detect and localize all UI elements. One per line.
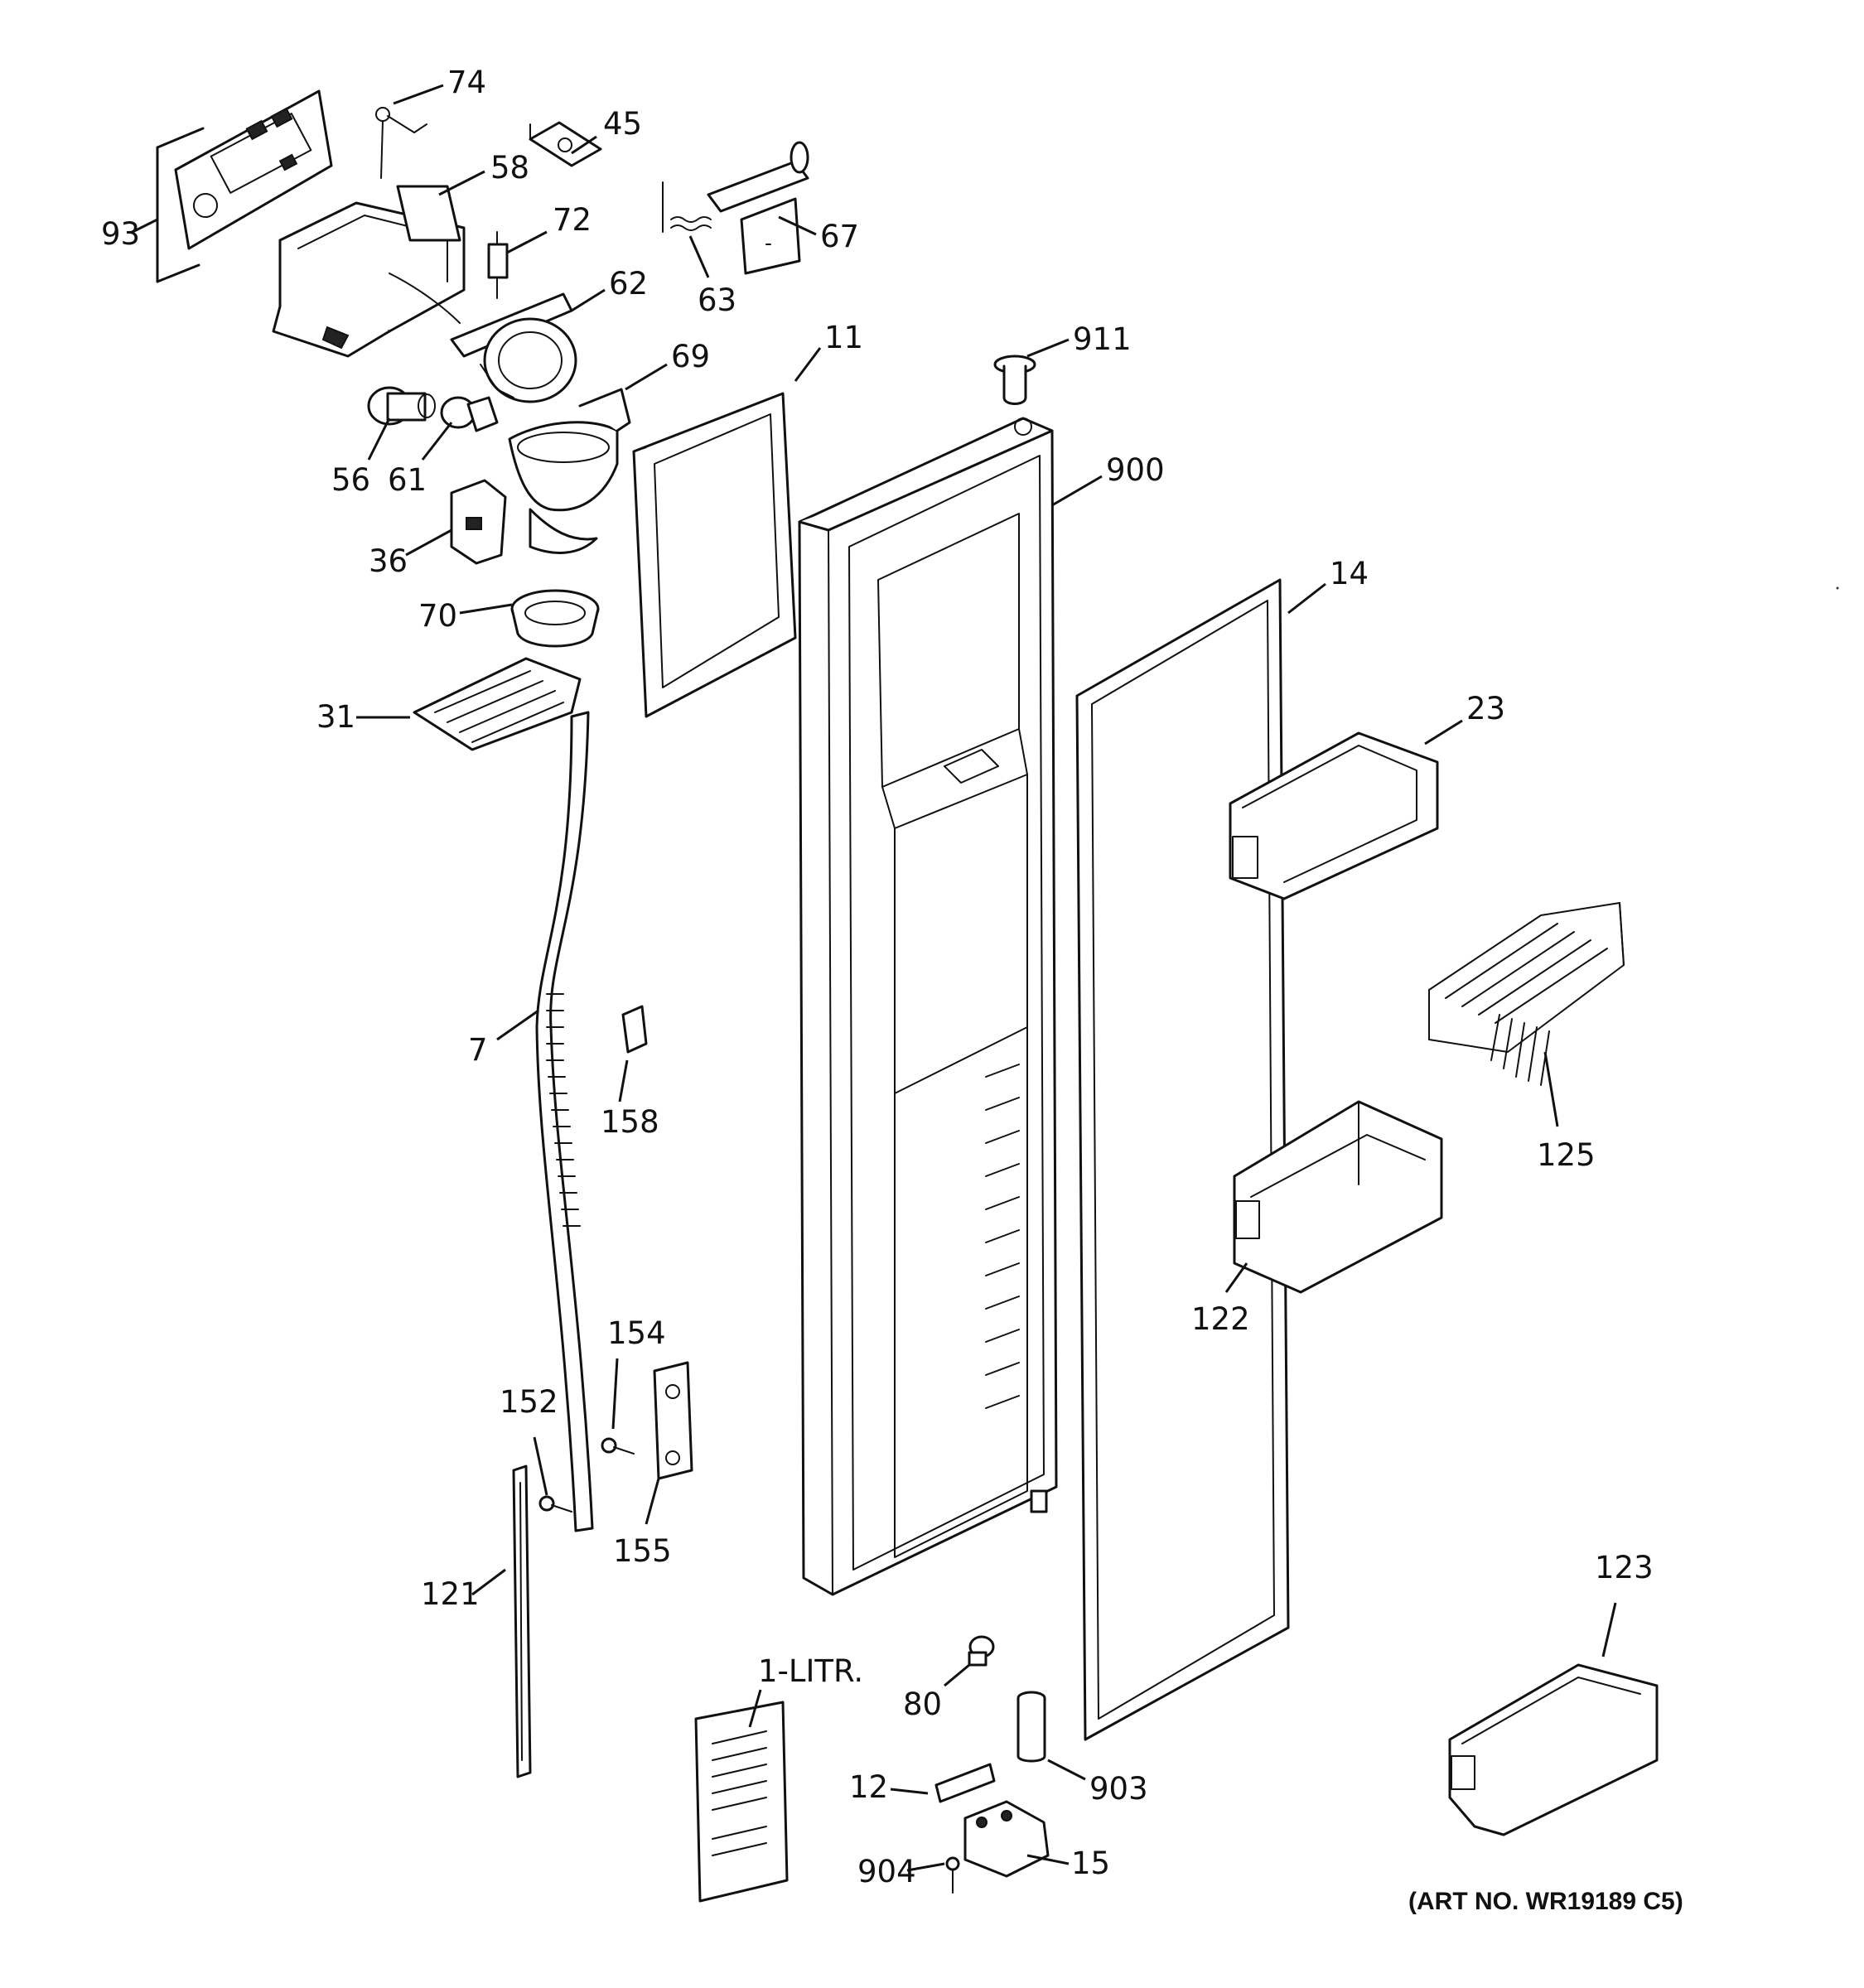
callout-911: 911 — [1073, 321, 1132, 357]
part-62-ice-chute-ring — [450, 292, 577, 403]
callout-labels: 74 45 58 93 72 67 63 62 11 911 69 56 61 … — [101, 65, 1654, 1889]
callout-61: 61 — [388, 462, 427, 498]
callout-72: 72 — [553, 202, 592, 238]
callout-11: 11 — [824, 320, 863, 355]
callout-14: 14 — [1330, 556, 1369, 591]
callout-7: 7 — [468, 1032, 488, 1068]
part-14-door-gasket — [1075, 578, 1290, 1741]
callout-158: 158 — [601, 1104, 659, 1140]
part-74-wire — [375, 107, 427, 179]
door-shelf-ladder — [985, 1064, 1020, 1409]
part-911-bushing — [993, 355, 1036, 405]
callout-31: 31 — [316, 699, 355, 735]
callout-121: 121 — [421, 1576, 480, 1612]
part-1-litr-literature — [694, 1701, 789, 1903]
part-152-screw — [538, 1495, 572, 1513]
part-123-door-bin-lower — [1448, 1663, 1659, 1836]
part-15-bottom-hinge — [963, 1800, 1050, 1878]
callout-903: 903 — [1089, 1771, 1148, 1807]
part-72-switch — [487, 231, 509, 299]
callout-123: 123 — [1595, 1550, 1654, 1585]
part-7-handle — [535, 711, 594, 1532]
callout-70: 70 — [418, 598, 457, 634]
part-93-control-panel — [156, 89, 333, 283]
callout-155: 155 — [613, 1533, 672, 1569]
part-121-handle-insert — [512, 1464, 532, 1778]
part-80-bushing — [968, 1635, 995, 1667]
callout-80: 80 — [903, 1686, 942, 1722]
part-900-freezer-door — [798, 417, 1058, 1596]
part-67-bracket — [707, 141, 809, 275]
callout-125: 125 — [1537, 1137, 1596, 1173]
callout-36: 36 — [369, 543, 408, 579]
part-31-grille — [413, 657, 582, 751]
callout-1-litr: 1-LITR. — [758, 1653, 863, 1689]
part-56-motor — [367, 386, 436, 426]
part-903-hinge-pin — [1017, 1691, 1046, 1763]
callout-74: 74 — [447, 65, 486, 100]
part-58-dispenser-housing — [272, 185, 466, 358]
leader-lines — [132, 84, 1617, 1872]
part-45-bracket — [529, 121, 602, 167]
callout-67: 67 — [820, 219, 859, 254]
part-23-door-bin — [1229, 731, 1439, 900]
handle-grip-ribs — [546, 993, 581, 1227]
callout-122: 122 — [1191, 1301, 1250, 1337]
callout-93: 93 — [101, 216, 140, 252]
part-11-recess-frame — [632, 392, 797, 718]
art-number: (ART NO. WR19189 C5) — [1408, 1888, 1683, 1915]
callout-63: 63 — [698, 282, 736, 318]
callout-23: 23 — [1466, 691, 1505, 726]
callout-904: 904 — [857, 1854, 916, 1889]
callout-15: 15 — [1071, 1846, 1110, 1881]
part-125-wire-basket — [1428, 902, 1625, 1086]
part-61-cam — [440, 396, 499, 432]
part-904-screw — [945, 1856, 960, 1894]
part-70-seal — [510, 589, 600, 648]
callout-152: 152 — [500, 1384, 558, 1420]
stray-dot — [1836, 586, 1839, 590]
part-154-screw — [601, 1437, 635, 1455]
callout-69: 69 — [671, 339, 710, 374]
callout-12: 12 — [849, 1769, 888, 1805]
callout-58: 58 — [490, 150, 529, 186]
callout-900: 900 — [1106, 452, 1165, 488]
callout-62: 62 — [609, 266, 648, 302]
callout-154: 154 — [607, 1315, 666, 1351]
callout-56: 56 — [331, 462, 370, 498]
part-36-actuator — [450, 479, 507, 565]
part-158-end-cap — [621, 1005, 648, 1054]
part-155-hinge-bracket — [653, 1361, 693, 1480]
part-63-spring — [662, 181, 712, 233]
callout-45: 45 — [603, 106, 642, 142]
part-12-shim — [934, 1763, 996, 1803]
part-122-door-shelf — [1233, 1100, 1443, 1294]
part-69-ice-chute — [508, 388, 631, 554]
